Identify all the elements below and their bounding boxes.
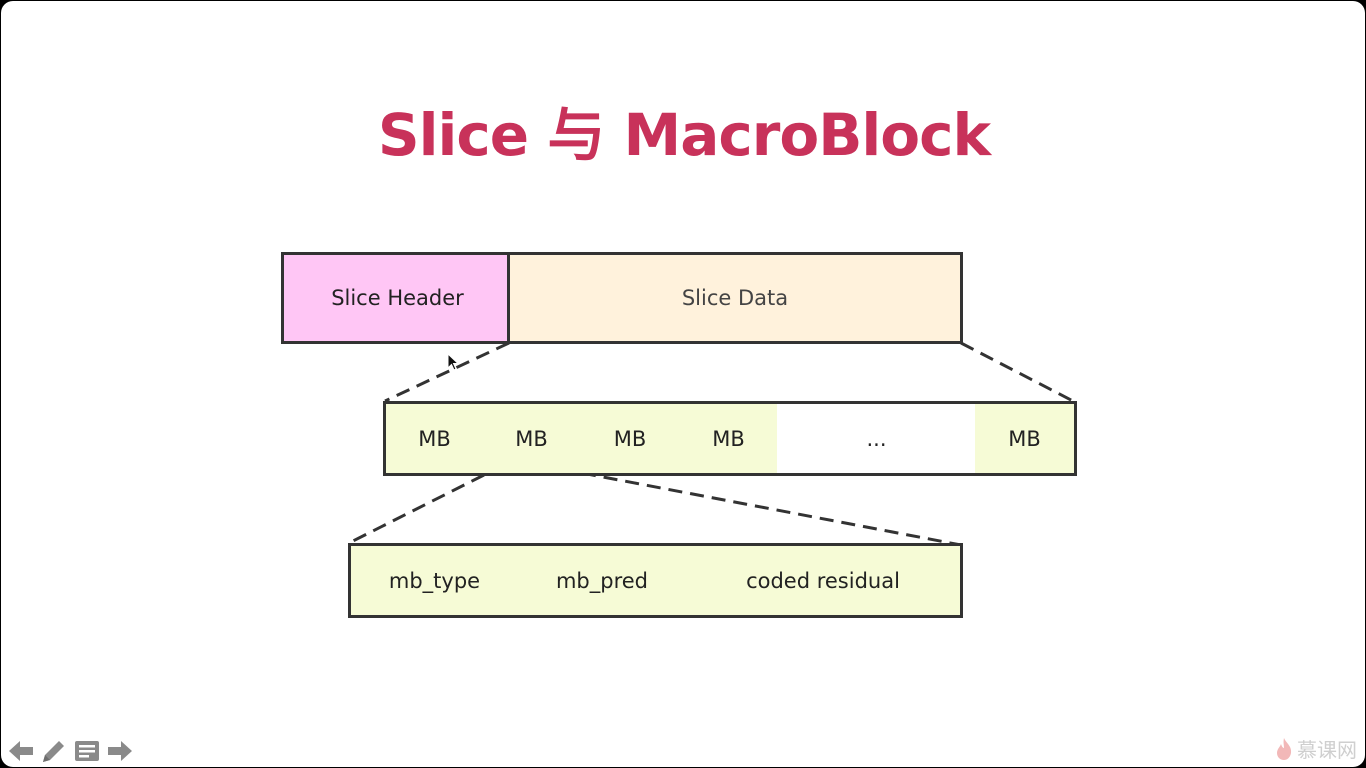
mb-type-field-box: mb_type <box>348 543 521 618</box>
connector-line <box>348 473 485 545</box>
arrow-right-icon[interactable] <box>106 737 134 765</box>
macroblock-box: MB <box>482 401 584 476</box>
slice-data-box: Slice Data <box>507 252 963 344</box>
mouse-cursor-icon <box>447 353 460 371</box>
slide-title: Slice 与 MacroBlock <box>377 101 991 169</box>
brand-name: 慕课网 <box>1297 738 1357 762</box>
connector-line <box>581 471 962 547</box>
coded-residual-field-box: coded residual <box>686 543 963 618</box>
macroblock-ellipsis-box: ... <box>777 401 979 476</box>
connector-line <box>960 341 1074 403</box>
connector-line <box>384 341 510 403</box>
brand-watermark: 慕课网 <box>1275 734 1357 763</box>
macroblock-box: MB <box>679 401 781 476</box>
arrow-left-icon[interactable] <box>7 737 35 765</box>
pen-icon[interactable] <box>40 737 68 765</box>
mb-pred-field-box: mb_pred <box>517 543 690 618</box>
macroblock-box: MB <box>975 401 1077 476</box>
slice-header-box: Slice Header <box>281 252 511 344</box>
flame-icon <box>1277 737 1292 760</box>
macroblock-box: MB <box>580 401 683 476</box>
macroblock-box: MB <box>383 401 486 476</box>
menu-icon[interactable] <box>73 737 101 765</box>
slideshow-toolbar <box>7 737 139 765</box>
